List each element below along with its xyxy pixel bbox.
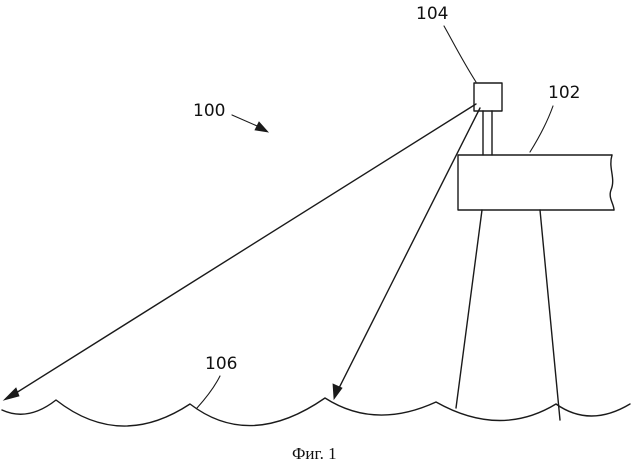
sea-surface-waves [2, 398, 630, 426]
label-106: 106 [205, 354, 237, 374]
platform-break-edge [610, 155, 614, 210]
sensor-mast [483, 111, 492, 155]
figure-caption: Фиг. 1 [292, 444, 337, 463]
platform-deck [458, 155, 614, 210]
beam-far [4, 104, 476, 400]
leader-line-104 [444, 26, 476, 82]
sensor-box [474, 83, 502, 111]
label-104: 104 [416, 4, 448, 24]
label-100: 100 [193, 101, 225, 121]
leader-line-102 [530, 106, 553, 152]
beam-near [333, 108, 480, 399]
platform-legs [456, 210, 560, 420]
label-102: 102 [548, 83, 580, 103]
system-arrow [232, 115, 268, 132]
leader-line-106 [197, 376, 220, 408]
